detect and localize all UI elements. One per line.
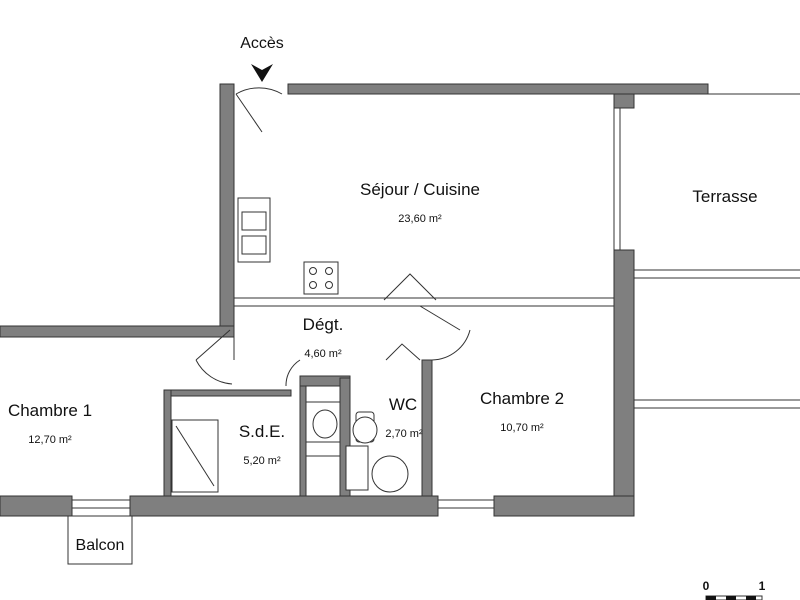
storage-unit [305,455,341,497]
chambre2-area: 10,70 m² [500,422,544,434]
sejour-name: Séjour / Cuisine [360,180,480,199]
access-arrow-icon [251,64,273,82]
sde-area: 5,20 m² [243,455,281,467]
wc-right-wall [421,359,433,511]
degt-area: 4,60 m² [304,348,342,360]
wc-shelf [345,445,369,491]
bottom-wall-right [493,495,635,517]
wc-area: 2,70 m² [385,428,423,440]
doors [195,87,471,387]
sejour-area: 23,60 m² [398,213,442,225]
chambre2-window [437,499,495,509]
sde-door [285,359,301,387]
sde-name: S.d.E. [239,422,285,441]
scale-end-label: 1 [759,579,766,593]
left-wall-upper [219,83,235,330]
chambre1-name: Chambre 1 [8,401,92,420]
chambre2-door [431,329,471,361]
scale-bar: 0 1 [703,579,766,600]
bottom-wall-middle [129,495,439,517]
sejour-door [383,273,437,301]
fixtures [171,197,409,497]
partitions [67,93,800,565]
wc-name: WC [389,395,417,414]
degt-name: Dégt. [303,315,344,334]
access-label: Accès [240,35,284,52]
chambre1-area: 12,70 m² [28,434,72,446]
sejour-door-leaf [419,305,461,331]
balcon-outline [67,515,133,565]
sde-top-wall [170,389,292,397]
right-wall [613,249,635,511]
sde-left-wall [163,389,172,511]
top-wall-stub [613,93,635,109]
water-heater [371,455,409,493]
chambre1-top-wall [0,325,235,338]
balcon-window [71,499,131,509]
balcon-name: Balcon [76,537,125,554]
top-wall [287,83,709,95]
cooktop [303,261,339,295]
chambre2-name: Chambre 2 [480,389,564,408]
entry-door [235,87,283,133]
sde-right-wall [299,385,307,497]
scale-start-label: 0 [703,579,710,593]
chambre1-door [195,329,233,385]
bottom-wall-left [0,495,73,517]
terrasse-name: Terrasse [692,187,757,206]
wc-door [385,343,421,361]
